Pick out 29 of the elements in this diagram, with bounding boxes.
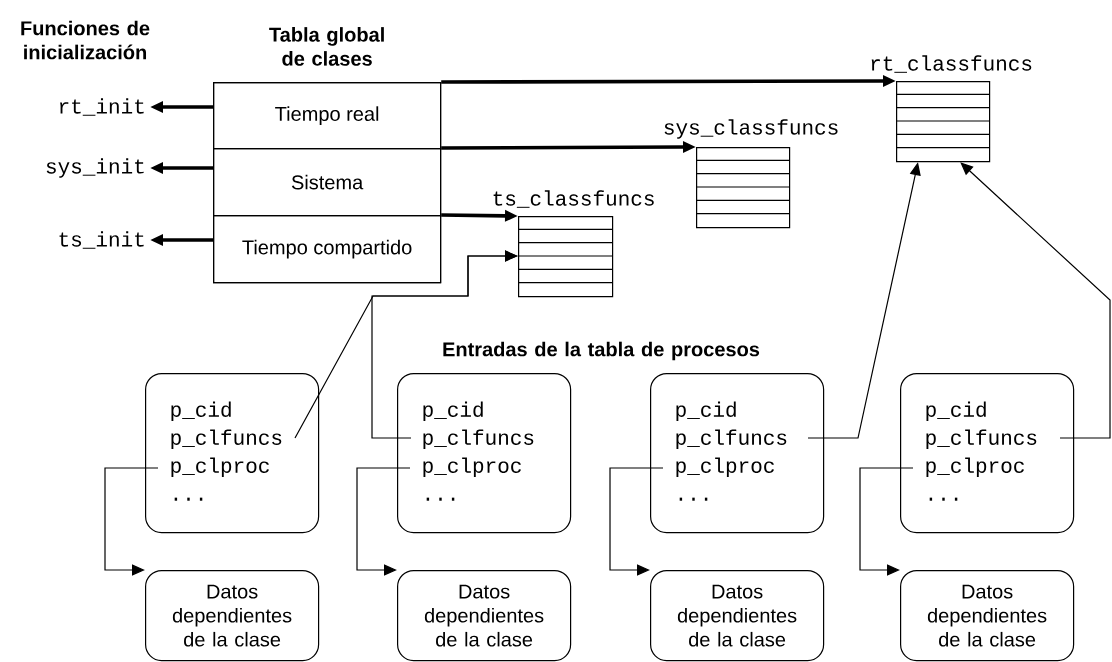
function-name: sys_init (46, 158, 144, 178)
node-label: sys_classfuncs (664, 119, 838, 139)
table-row: Tiempo real (213, 82, 442, 150)
node-label: rt_classfuncs (871, 55, 1032, 73)
arrow (104, 467, 159, 576)
heading: Funciones de inicialización (21, 20, 150, 60)
table-row: Tiempo compartido (213, 215, 442, 284)
node-label: ts_classfuncs (493, 190, 654, 208)
function-name: ts_init (59, 231, 144, 249)
process-entry-box: p_cid p_clfuncs p_clproc ... (900, 373, 1075, 534)
node-label: Tabla global de clases (269, 27, 384, 66)
data-box: Datos dependientes de la clase (397, 570, 572, 662)
process-entry-box: p_cid p_clfuncs p_clproc ... (145, 373, 320, 534)
function-array: ts_classfuncs (493, 190, 654, 298)
arrow (609, 467, 664, 576)
heading: Entradas de la tabla de procesos (443, 341, 760, 361)
data-box: Datos dependientes de la clase (145, 570, 320, 662)
process-entry-box: p_cid p_clfuncs p_clproc ... (650, 373, 825, 534)
arrow (371, 250, 518, 439)
function-name: rt_init (60, 98, 144, 116)
arrow (356, 467, 411, 576)
table-row: Sistema (213, 148, 442, 217)
arrow (859, 467, 914, 576)
arrow (960, 162, 1111, 439)
function-array: sys_classfuncs (664, 119, 838, 229)
data-box: Datos dependientes de la clase (650, 570, 825, 662)
function-array: rt_classfuncs (871, 55, 1032, 163)
data-box: Datos dependientes de la clase (900, 570, 1075, 662)
process-entry-box: p_cid p_clfuncs p_clproc ... (397, 373, 572, 534)
